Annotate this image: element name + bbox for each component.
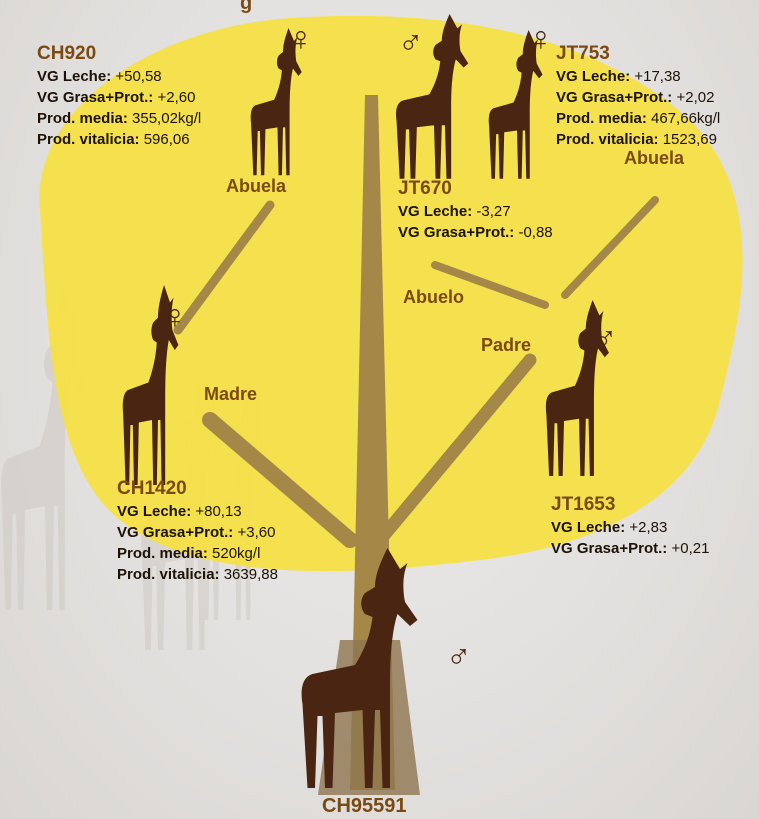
animal-code: JT753 (556, 42, 720, 66)
stat-row: VG Leche: +80,13 (117, 501, 278, 522)
animal-code: CH1420 (117, 477, 278, 501)
female-symbol: ♀ (162, 300, 188, 334)
stat-row: Prod. vitalicia: 596,06 (37, 129, 201, 150)
male-symbol: ♂ (398, 26, 424, 60)
animal-card-jt670: JT670 VG Leche: -3,27 VG Grasa+Prot.: -0… (398, 177, 553, 243)
stat-row: Prod. media: 355,02kg/l (37, 108, 201, 129)
animal-code-ch95591: CH95591 (322, 794, 407, 818)
stat-row: VG Grasa+Prot.: -0,88 (398, 222, 553, 243)
male-symbol: ♂ (446, 640, 472, 674)
stat-row: VG Grasa+Prot.: +3,60 (117, 522, 278, 543)
header-title-fragment: g (240, 0, 252, 15)
relation-label-grandfather: Abuelo (403, 287, 464, 308)
stat-row: Prod. media: 520kg/l (117, 543, 278, 564)
stat-row: Prod. vitalicia: 1523,69 (556, 129, 720, 150)
relation-label-mother: Madre (204, 384, 257, 405)
stat-row: Prod. media: 467,66kg/l (556, 108, 720, 129)
animal-code: JT670 (398, 177, 553, 201)
stat-row: VG Grasa+Prot.: +2,60 (37, 87, 201, 108)
stat-row: VG Leche: -3,27 (398, 201, 553, 222)
stat-row: VG Grasa+Prot.: +2,02 (556, 87, 720, 108)
animal-code: CH920 (37, 42, 201, 66)
relation-label-grandmother: Abuela (226, 176, 286, 197)
stat-row: Prod. vitalicia: 3639,88 (117, 564, 278, 585)
female-symbol: ♀ (528, 22, 554, 56)
animal-card-ch920: CH920 VG Leche: +50,58 VG Grasa+Prot.: +… (37, 42, 201, 150)
stat-row: VG Leche: +50,58 (37, 66, 201, 87)
animal-card-ch1420: CH1420 VG Leche: +80,13 VG Grasa+Prot.: … (117, 477, 278, 585)
relation-label-grandmother: Abuela (624, 148, 684, 169)
animal-code: JT1653 (551, 493, 709, 517)
male-symbol: ♂ (592, 322, 618, 356)
stat-row: VG Grasa+Prot.: +0,21 (551, 538, 709, 559)
female-symbol: ♀ (288, 22, 314, 56)
relation-label-father: Padre (481, 335, 531, 356)
stat-row: VG Leche: +2,83 (551, 517, 709, 538)
animal-card-jt1653: JT1653 VG Leche: +2,83 VG Grasa+Prot.: +… (551, 493, 709, 559)
animal-card-jt753: JT753 VG Leche: +17,38 VG Grasa+Prot.: +… (556, 42, 720, 150)
stat-row: VG Leche: +17,38 (556, 66, 720, 87)
